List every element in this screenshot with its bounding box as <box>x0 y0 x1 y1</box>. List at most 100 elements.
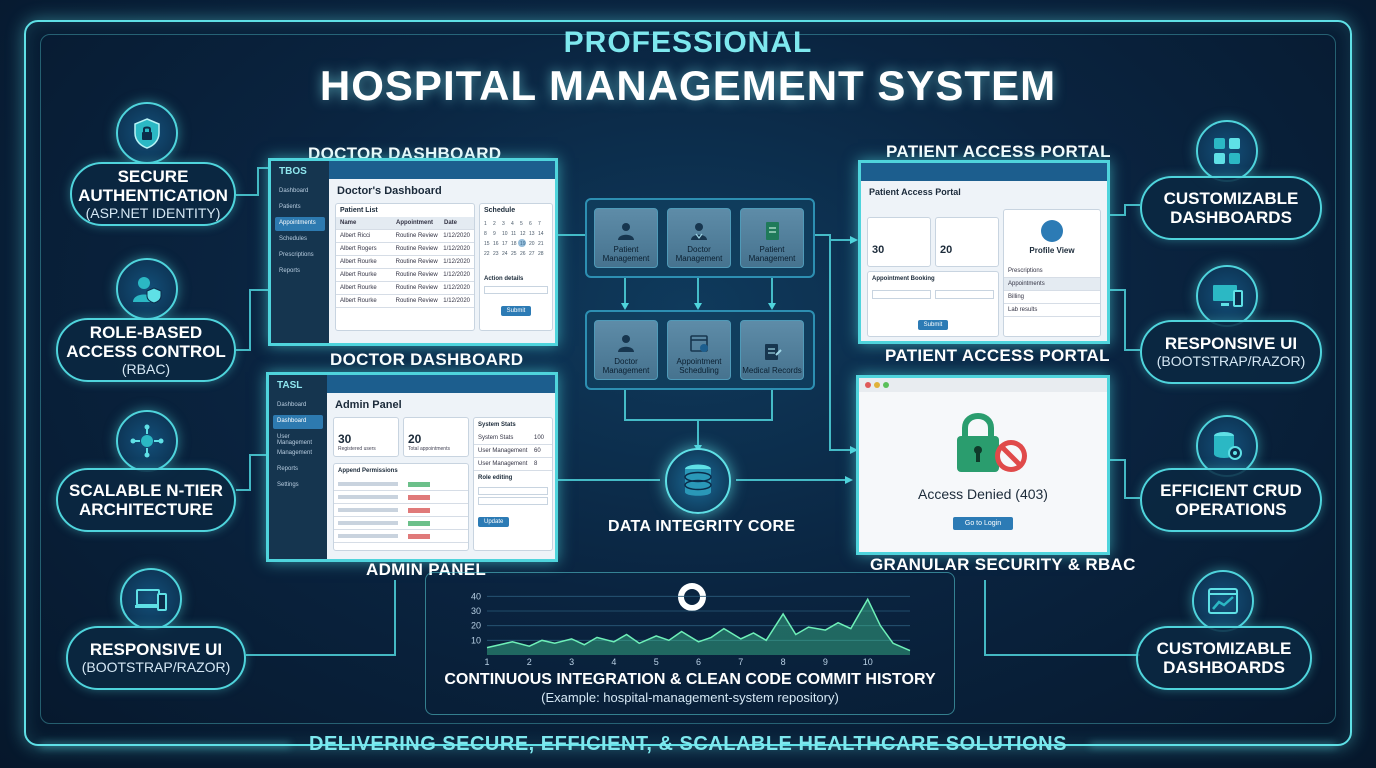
module-doctor-management-2[interactable]: Doctor Management <box>594 320 658 380</box>
submit-button[interactable]: Submit <box>500 306 532 316</box>
stat-value: 100 <box>534 435 545 441</box>
sidebar-item[interactable]: Appointments <box>275 217 325 231</box>
portal-title: Patient Access Portal <box>869 187 961 197</box>
module-patient-management-2[interactable]: Patient Management <box>740 208 804 268</box>
svg-text:1: 1 <box>484 221 487 227</box>
module-label: Medical Records <box>742 366 802 375</box>
sidebar-item[interactable]: Dashboard <box>279 188 309 194</box>
profile-item[interactable]: Prescriptions <box>1004 265 1100 278</box>
stat-card-appointments: 20 Total appointments <box>403 417 469 457</box>
module-label: Appointment Scheduling <box>676 357 722 375</box>
stat-label: User Management <box>478 448 528 454</box>
cell: 1/12/2020 <box>443 298 470 304</box>
close-dot[interactable] <box>865 382 871 388</box>
cell: 1/12/2020 <box>443 259 470 265</box>
module-doctor-management[interactable]: Doctor Management <box>667 208 731 268</box>
sidebar-item[interactable]: Prescriptions <box>279 252 314 258</box>
footer-tagline: DELIVERING SECURE, EFFICIENT, & SCALABLE… <box>309 733 1067 755</box>
booking-submit-button[interactable]: Submit <box>917 320 949 330</box>
security-panel: Access Denied (403) Go to Login <box>856 375 1110 555</box>
sidebar-item[interactable]: Settings <box>277 482 299 488</box>
feature-efficient-crud: EFFICIENT CRUD OPERATIONS <box>1140 468 1322 532</box>
sidebar-item[interactable]: Dashboard <box>277 402 307 408</box>
stat-value: 30 <box>338 432 352 446</box>
module-appointment-scheduling[interactable]: Appointment Scheduling <box>667 320 731 380</box>
sidebar-item[interactable]: Schedules <box>279 236 308 242</box>
profile-item[interactable]: Billing <box>1004 291 1100 304</box>
patient-icon <box>618 223 634 240</box>
col-type: Appointment <box>396 220 433 226</box>
permissions-card: Append Permissions <box>333 463 469 551</box>
svg-text:23: 23 <box>493 251 499 257</box>
cell: Routine Review <box>395 298 438 304</box>
header-subtitle: PROFESSIONAL <box>563 26 813 59</box>
admin-panel-label: ADMIN PANEL <box>366 560 487 579</box>
feature-responsive-ui-right: RESPONSIVE UI (BOOTSTRAP/RAZOR) <box>1140 320 1322 384</box>
shield-lock-icon <box>116 102 178 164</box>
lock-denied-icon <box>957 413 1027 472</box>
feature-subtitle: (BOOTSTRAP/RAZOR) <box>1156 353 1306 369</box>
profile-item[interactable]: Appointments <box>1004 278 1100 291</box>
stat-label: User Management <box>478 461 528 467</box>
maximize-dot[interactable] <box>883 382 889 388</box>
cell: Albert Rourke <box>340 272 377 278</box>
col-date: Date <box>444 220 458 226</box>
module-medical-records[interactable]: Medical Records <box>740 320 804 380</box>
cell: Albert Ricci <box>340 233 371 239</box>
table-row[interactable] <box>334 530 468 543</box>
sidebar-item[interactable]: Reports <box>277 466 299 472</box>
portal-stat-2: 20 <box>935 217 999 267</box>
svg-text:3: 3 <box>502 221 505 227</box>
svg-text:24: 24 <box>502 251 508 257</box>
login-button[interactable]: Go to Login <box>952 517 1014 530</box>
footer-line-left <box>40 744 290 746</box>
module-label: Patient Management <box>602 245 650 263</box>
sidebar-item[interactable]: User Management <box>277 434 313 446</box>
minimize-dot[interactable] <box>874 382 880 388</box>
feature-secure-authentication: SECURE AUTHENTICATION (ASP.NET IDENTITY) <box>70 162 236 226</box>
module-patient-management[interactable]: Patient Management <box>594 208 658 268</box>
table-row[interactable] <box>334 517 468 530</box>
doctor-icon <box>691 223 707 240</box>
profile-item[interactable]: Lab results <box>1004 304 1100 317</box>
cell: 1/12/2020 <box>443 246 470 252</box>
table-row[interactable] <box>334 491 468 504</box>
stat-value: 8 <box>534 461 538 467</box>
cell: Albert Rourke <box>340 285 377 291</box>
y-tick-label: 20 <box>471 621 481 631</box>
svg-text:4: 4 <box>511 221 514 227</box>
feature-title-2: ARCHITECTURE <box>78 500 214 519</box>
document-icon <box>766 222 779 240</box>
profile-card: Profile View Prescriptions Appointments … <box>1003 209 1101 337</box>
feature-scalable-architecture: SCALABLE N-TIER ARCHITECTURE <box>56 468 236 532</box>
schedule-title: Schedule <box>484 207 516 214</box>
svg-text:28: 28 <box>538 251 544 257</box>
sidebar-item[interactable]: Reports <box>279 268 301 274</box>
admin-page-title: Admin Panel <box>335 399 402 411</box>
stat-label: Registered users <box>338 446 376 452</box>
feature-title: RESPONSIVE UI <box>89 640 223 659</box>
feature-title-2: DASHBOARDS <box>1170 208 1292 227</box>
svg-text:2: 2 <box>493 221 496 227</box>
table-row[interactable] <box>334 504 468 517</box>
cell: Routine Review <box>395 259 438 265</box>
sidebar-item[interactable]: Management <box>277 450 313 456</box>
header-title: HOSPITAL MANAGEMENT SYSTEM <box>319 62 1057 109</box>
feature-responsive-ui-left: RESPONSIVE UI (BOOTSTRAP/RAZOR) <box>66 626 246 690</box>
table-row[interactable] <box>334 478 468 491</box>
update-button[interactable]: Update <box>478 517 510 527</box>
roles-title: Role editing <box>478 475 513 481</box>
module-label: Patient Management <box>748 245 796 263</box>
sidebar-item[interactable]: Patients <box>279 204 301 210</box>
sidebar-item[interactable]: Dashboard <box>273 415 323 429</box>
